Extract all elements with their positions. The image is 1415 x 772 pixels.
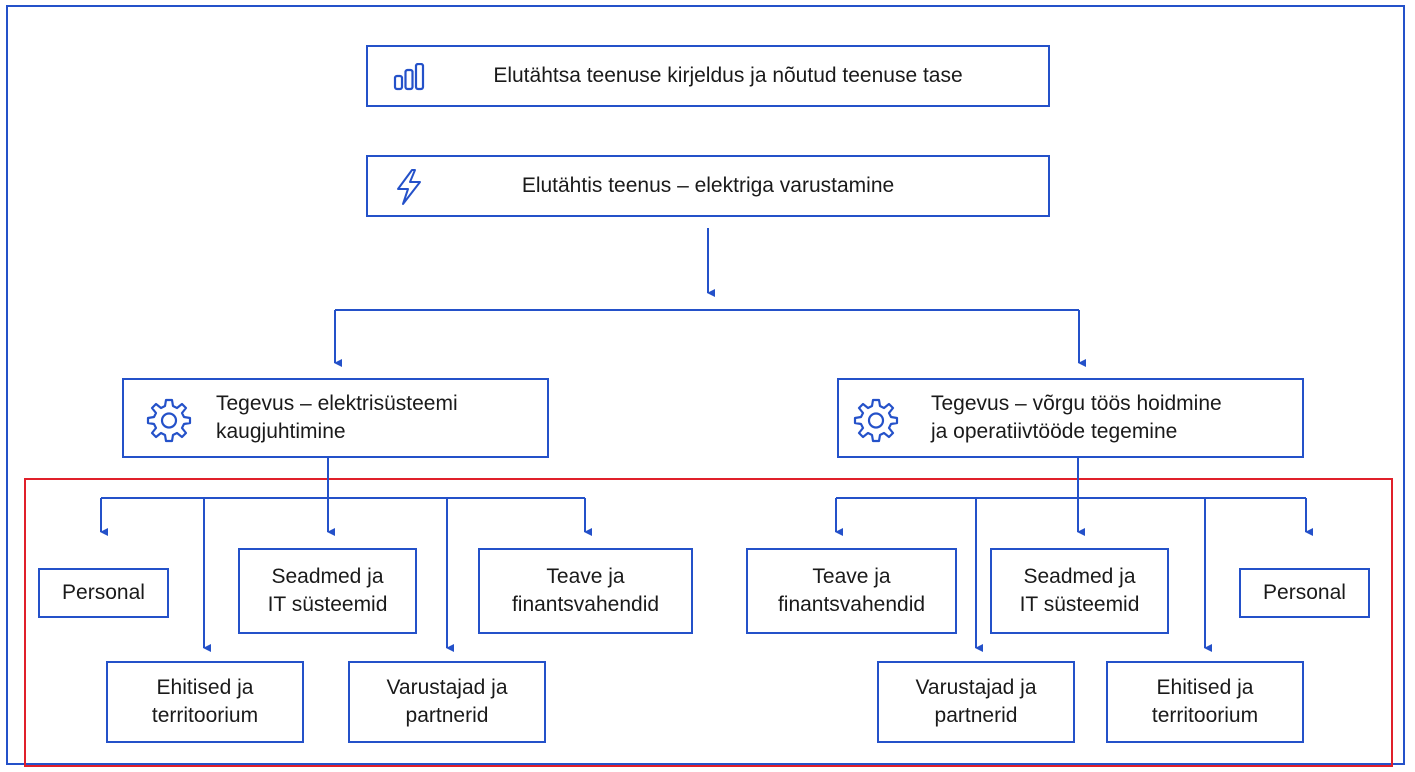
resource-right-buildings: Ehitised ja territoorium [1106,661,1304,743]
resource-right-equipment: Seadmed ja IT süsteemid [990,548,1169,634]
activity-text-network-operations: Tegevus – võrgu töös hoidmine ja operati… [931,392,1222,443]
gear-icon [146,398,192,443]
resource-left-personal: Personal [38,568,169,618]
resource-label: Ehitised ja territoorium [1151,676,1259,727]
resource-left-buildings: Ehitised ja territoorium [106,661,304,743]
resource-right-personal: Personal [1239,568,1370,618]
diagram-frame [6,5,1405,765]
resource-label: Teave ja finantsvahendid [777,565,926,616]
resource-label: Personal [62,581,145,604]
resource-label: Varustajad ja partnerid [915,676,1037,727]
bar-chart-icon [393,63,425,91]
resource-left-equipment: Seadmed ja IT süsteemid [238,548,417,634]
resource-left-information: Teave ja finantsvahendid [478,548,693,634]
activity-text-remote-control: Tegevus – elektrisüsteemi kaugjuhtimine [216,392,458,443]
resource-label: Varustajad ja partnerid [386,676,508,727]
lightning-icon [397,169,421,205]
service-description-text: Elutähtsa teenuse kirjeldus ja nõutud te… [493,64,963,87]
resource-right-suppliers: Varustajad ja partnerid [877,661,1075,743]
resource-left-suppliers: Varustajad ja partnerid [348,661,546,743]
resource-label: Seadmed ja IT süsteemid [267,565,388,616]
resource-label: Teave ja finantsvahendid [511,565,660,616]
critical-service-text: Elutähtis teenus – elektriga varustamine [521,174,895,197]
resources-highlight-frame [24,478,1393,767]
resource-label: Ehitised ja territoorium [151,676,259,727]
gear-icon [853,398,899,443]
service-description-box: Elutähtsa teenuse kirjeldus ja nõutud te… [366,45,1050,107]
resource-label: Seadmed ja IT süsteemid [1019,565,1140,616]
activity-box-remote-control: Tegevus – elektrisüsteemi kaugjuhtimine [122,378,549,458]
critical-service-box: Elutähtis teenus – elektriga varustamine [366,155,1050,217]
resource-right-information: Teave ja finantsvahendid [746,548,957,634]
activity-box-network-operations: Tegevus – võrgu töös hoidmine ja operati… [837,378,1304,458]
resource-label: Personal [1263,581,1346,604]
